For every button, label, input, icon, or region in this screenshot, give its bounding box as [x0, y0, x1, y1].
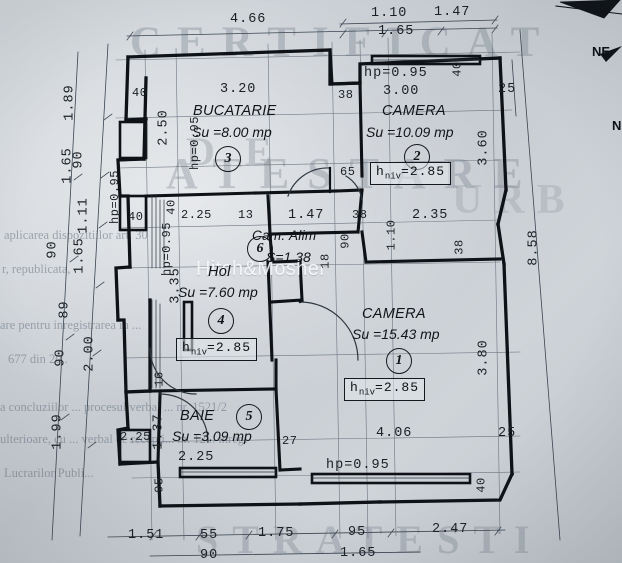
room-number-5: 5 — [236, 404, 262, 430]
room-number-6: 6 — [247, 236, 273, 262]
room-number-1: 1 — [386, 348, 412, 374]
north-label-n: N — [612, 118, 622, 133]
hniv-camera-1: hniv=2.85 — [344, 378, 426, 401]
room-number-4: 4 — [208, 308, 234, 334]
room-number-3: 3 — [215, 146, 241, 172]
hniv-hol: hniv=2.85 — [176, 338, 258, 361]
hniv-camera-2: hniv=2.85 — [370, 162, 452, 185]
north-label-ne: NE — [592, 44, 611, 59]
